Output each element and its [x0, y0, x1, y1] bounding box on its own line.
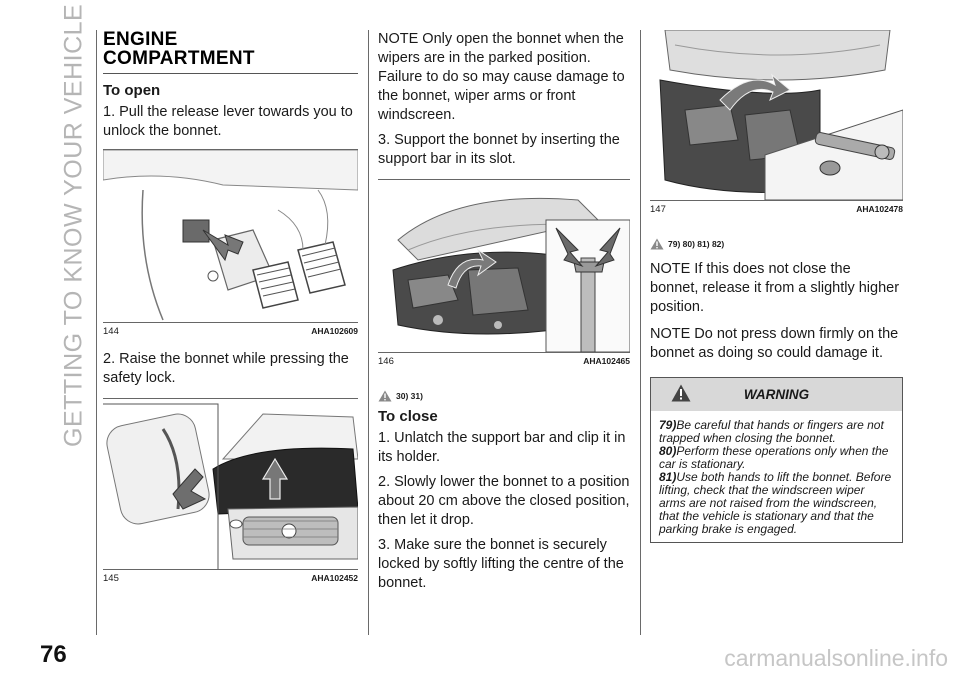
- warning-box: WARNING 79)Be careful that hands or fing…: [650, 377, 903, 543]
- close-step-1: 1. Unlatch the support bar and clip it i…: [378, 430, 626, 465]
- warning-body: 79)Be careful that hands or fingers are …: [651, 411, 902, 542]
- warning-triangle-icon: [671, 384, 691, 402]
- figure-146: 146 AHA102465: [378, 179, 630, 368]
- figure-146-image: [378, 179, 630, 353]
- warning-item-text: Be careful that hands or fingers are not…: [659, 418, 884, 445]
- pull-direction-arrow: [202, 229, 244, 262]
- column-1: ENGINE COMPARTMENT To open 1. Pull the r…: [103, 30, 358, 585]
- warning-item-81: 81)Use both hands to lift the bonnet. Be…: [659, 471, 894, 536]
- lift-direction-arrow: [261, 457, 289, 500]
- column-divider-right: [640, 30, 641, 635]
- figure-147-number: 147: [650, 204, 666, 215]
- figure-146-number: 146: [378, 356, 394, 367]
- warning-header: WARNING: [651, 378, 902, 411]
- reference-numbers: 30) 31): [396, 391, 423, 401]
- press-direction-arrow: [172, 468, 207, 510]
- warning-title: WARNING: [743, 387, 810, 402]
- warning-triangle-icon: [378, 390, 392, 402]
- section-heading: ENGINE COMPARTMENT: [103, 30, 358, 68]
- figure-144-caption: 144 AHA102609: [103, 323, 358, 338]
- warning-item-text: Perform these operations only when the c…: [659, 444, 889, 471]
- note-open-wipers: NOTE Only open the bonnet when the wiper…: [378, 31, 625, 123]
- figure-147-code: AHA102478: [856, 204, 903, 214]
- pedal-area-illustration: [103, 150, 358, 322]
- side-section-title: GETTING TO KNOW YOUR VEHICLE: [59, 3, 88, 447]
- warning-item-80: 80)Perform these operations only when th…: [659, 445, 894, 471]
- warning-references-1: 30) 31): [378, 390, 630, 402]
- insert-arrow-right: [594, 227, 621, 268]
- open-step-3: 3. Support the bonnet by inserting the s…: [378, 132, 620, 167]
- figure-147: 147 AHA102478: [650, 30, 903, 216]
- subheading-to-open: To open: [103, 82, 161, 99]
- close-step-2: 2. Slowly lower the bonnet to a position…: [378, 474, 630, 528]
- heading-line-1: ENGINE: [103, 29, 178, 50]
- warning-item-text: Use both hands to lift the bonnet. Befor…: [659, 470, 892, 536]
- open-step-2: 2. Raise the bonnet while pressing the s…: [103, 351, 349, 386]
- warning-triangle-icon: [650, 238, 664, 250]
- figure-147-caption: 147 AHA102478: [650, 201, 903, 216]
- bonnet-raise-illustration: [103, 399, 358, 569]
- figure-145-caption: 145 AHA102452: [103, 570, 358, 585]
- insert-arrow-left: [555, 227, 584, 268]
- open-step-1: 1. Pull the release lever towards you to…: [103, 104, 353, 139]
- figure-145-number: 145: [103, 573, 119, 584]
- curved-arrow: [447, 248, 497, 289]
- warning-references-2: 79) 80) 81) 82): [650, 238, 903, 250]
- close-step-3: 3. Make sure the bonnet is securely lock…: [378, 537, 624, 591]
- warning-item-number: 81): [659, 470, 677, 484]
- figure-145: 145 AHA102452: [103, 398, 358, 585]
- watermark: carmanualsonline.info: [724, 645, 948, 671]
- warning-item-79: 79)Be careful that hands or fingers are …: [659, 419, 894, 445]
- lower-direction-arrow: [719, 73, 791, 111]
- page-number: 76: [40, 641, 67, 668]
- figure-144-number: 144: [103, 326, 119, 337]
- warning-item-number: 79): [659, 418, 677, 432]
- column-3: 147 AHA102478 79) 80) 81) 82) NOTE If th…: [650, 30, 903, 543]
- subheading-to-close: To close: [378, 408, 438, 425]
- note-higher-position: NOTE If this does not close the bonnet, …: [650, 261, 900, 315]
- figure-146-caption: 146 AHA102465: [378, 353, 630, 368]
- column-divider-middle: [368, 30, 369, 635]
- figure-144-image: [103, 149, 358, 323]
- note-do-not-press: NOTE Do not press down firmly on the bon…: [650, 326, 899, 361]
- figure-147-image: [650, 30, 903, 201]
- figure-145-image: [103, 398, 358, 570]
- support-bar-illustration: [378, 180, 630, 352]
- figure-144: 144 AHA102609: [103, 149, 358, 338]
- column-divider-left: [96, 30, 97, 635]
- warning-item-number: 80): [659, 444, 677, 458]
- column-2: NOTE Only open the bonnet when the wiper…: [378, 30, 630, 599]
- reference-numbers: 79) 80) 81) 82): [668, 239, 725, 249]
- figure-144-code: AHA102609: [311, 326, 358, 336]
- heading-line-2: COMPARTMENT: [103, 48, 255, 69]
- heading-rule: [103, 73, 358, 74]
- figure-146-code: AHA102465: [583, 356, 630, 366]
- bonnet-closing-illustration: [650, 30, 903, 200]
- figure-145-code: AHA102452: [311, 573, 358, 583]
